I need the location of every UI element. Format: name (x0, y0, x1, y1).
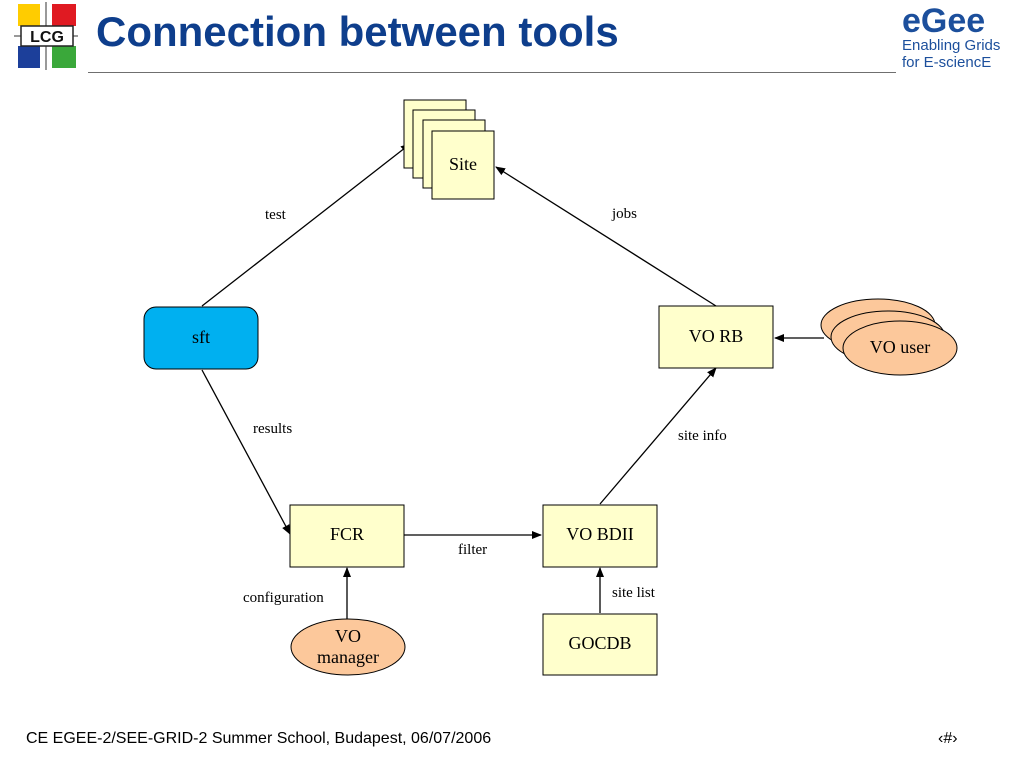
slide-title: Connection between tools (96, 8, 619, 55)
edge-sft-to-site (201, 143, 411, 307)
vo-bdii-node-label: VO BDII (566, 524, 634, 544)
lcg-logo: LCG (14, 2, 78, 70)
edge-sft-to-fcr (201, 369, 291, 535)
gocdb-node-label: GOCDB (568, 633, 631, 653)
egee-logo: eGee Enabling Grids for E-sciencE (902, 2, 1000, 71)
edge-label-site-list: site list (612, 585, 656, 601)
egee-logo-text: eGee (902, 2, 985, 40)
edge-label-configuration: configuration (243, 590, 324, 606)
vo-manager-node-label-1: VO (335, 626, 361, 646)
gocdb-node: GOCDB (542, 613, 658, 676)
edge-label-test: test (265, 207, 287, 223)
fcr-node: FCR (289, 504, 405, 568)
title-divider (88, 72, 896, 73)
vo-manager-node: VO manager (290, 618, 406, 676)
vo-rb-node-label: VO RB (689, 326, 744, 346)
edge-label-filter: filter (458, 542, 487, 558)
sft-node-label: sft (192, 327, 210, 347)
slide-footer: CE EGEE-2/SEE-GRID-2 Summer School, Buda… (26, 730, 492, 747)
edge-label-results: results (253, 421, 292, 437)
vo-bdii-node: VO BDII (542, 504, 658, 568)
sft-node: sft (143, 306, 259, 370)
lcg-logo-text: LCG (30, 29, 64, 46)
site-stack-node: Site (403, 99, 495, 200)
site-node-label: Site (449, 154, 477, 174)
edge-vobdii-to-vorb (599, 367, 717, 505)
vo-user-node-label: VO user (870, 337, 931, 357)
egee-tagline-1: Enabling Grids (902, 37, 1000, 54)
vo-manager-node-label-2: manager (317, 647, 379, 667)
fcr-node-label: FCR (330, 524, 364, 544)
page-number: ‹#› (938, 730, 958, 747)
edge-label-site-info: site info (678, 428, 727, 444)
edge-vorb-to-site (495, 166, 717, 307)
edge-label-jobs: jobs (611, 206, 637, 222)
vo-rb-node: VO RB (658, 305, 774, 369)
egee-tagline-2: for E-sciencE (902, 54, 991, 71)
vo-user-stack-node: VO user (820, 298, 958, 376)
